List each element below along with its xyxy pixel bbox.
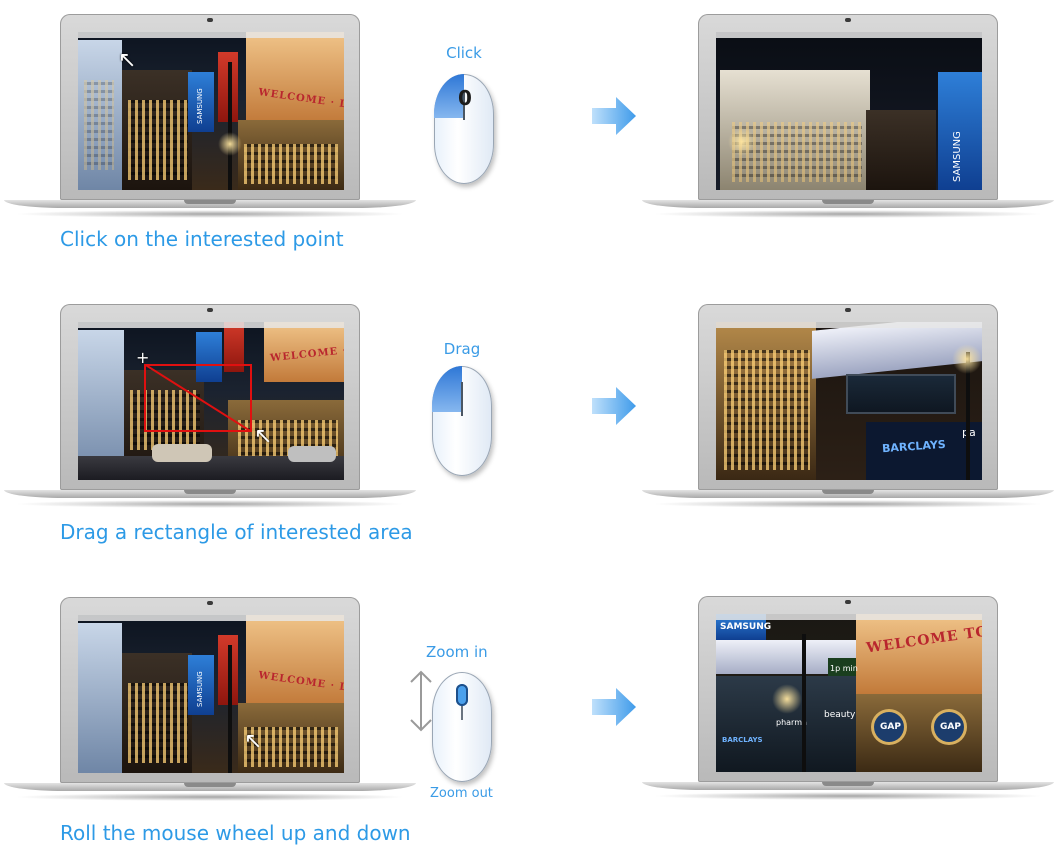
laptop-after: BARCLAYS pa xyxy=(642,304,1054,510)
laptop-before: SAMSUNG WELCOME · LO ↖ xyxy=(4,597,416,803)
right-arrow-icon xyxy=(592,688,636,726)
gap-store-sign xyxy=(934,712,964,742)
car xyxy=(152,444,212,462)
laptop-after: SAMSUNG WELCOME TO 1p min beauty pharma … xyxy=(642,596,1054,802)
welcome-billboard xyxy=(246,32,344,122)
mouse-icon: 0 xyxy=(434,74,494,184)
mouse-label-click: Click xyxy=(446,44,482,62)
laptop-screen-zoomed: SAMSUNG xyxy=(716,32,982,190)
mouse-label-drag: Drag xyxy=(443,340,481,358)
crosshair-icon: + xyxy=(136,348,150,367)
left-button xyxy=(434,74,464,118)
mouse-label-zoom-out: Zoom out xyxy=(430,786,493,801)
samsung-sign: SAMSUNG xyxy=(720,622,772,632)
car xyxy=(288,446,336,462)
selection-rectangle[interactable] xyxy=(144,364,252,432)
vertical-double-arrow-icon xyxy=(410,670,432,732)
barclays-sign-panel xyxy=(866,422,982,480)
mouse-icon xyxy=(432,672,492,782)
night-city-scene: SAMSUNG WELCOME · LO ↖ xyxy=(78,32,344,190)
selection-diagonal xyxy=(144,364,252,432)
cursor-arrow-icon: ↖ xyxy=(244,729,263,754)
right-arrow-icon xyxy=(592,97,636,135)
mouse-icon xyxy=(432,366,492,476)
cursor-arrow-icon: ↖ xyxy=(254,424,273,449)
scroll-wheel[interactable] xyxy=(456,684,468,706)
welcome-billboard xyxy=(264,322,344,382)
menubar xyxy=(78,32,344,38)
right-arrow-icon xyxy=(592,387,636,425)
caption-drag: Drag a rectangle of interested area xyxy=(60,520,413,544)
wheel-digit: 0 xyxy=(458,86,472,110)
left-button xyxy=(432,366,462,412)
samsung-billboard xyxy=(188,72,214,132)
samsung-billboard xyxy=(938,72,982,190)
onep-sign: 1p min xyxy=(830,664,858,673)
laptop-lid: SAMSUNG xyxy=(698,14,998,200)
caption-zoom: Roll the mouse wheel up and down xyxy=(60,821,411,845)
samsung-label: SAMSUNG xyxy=(196,88,204,124)
barclays-sign: BARCLAYS xyxy=(722,736,763,744)
pharma-sign: pharma xyxy=(776,718,807,727)
laptop-before: SAMSUNG WELCOME · LO ↖ xyxy=(4,14,416,220)
camera xyxy=(207,18,213,22)
laptop-base xyxy=(4,200,416,208)
laptop-screen[interactable]: WELCOME · LO + ↖ xyxy=(78,322,344,480)
street-lamp xyxy=(228,62,232,190)
laptop-screen-zoomed: SAMSUNG WELCOME TO 1p min beauty pharma … xyxy=(716,614,982,772)
laptop-lid: SAMSUNG WELCOME · LO ↖ xyxy=(60,14,360,200)
beauty-sign: beauty xyxy=(824,710,856,720)
laptop-after: SAMSUNG xyxy=(642,14,1054,220)
laptop-screen-zoomed: BARCLAYS pa xyxy=(716,322,982,480)
welcome-billboard xyxy=(856,614,982,694)
laptop-screen[interactable]: SAMSUNG WELCOME · LO ↖ xyxy=(78,32,344,190)
laptop-before: WELCOME · LO + ↖ xyxy=(4,304,416,510)
laptop-screen[interactable]: SAMSUNG WELCOME · LO ↖ xyxy=(78,615,344,773)
caption-click: Click on the interested point xyxy=(60,227,344,251)
white-building xyxy=(78,40,122,190)
cursor-arrow-icon: ↖ xyxy=(118,48,137,73)
mouse-label-zoom-in: Zoom in xyxy=(426,643,488,661)
gap-store-sign xyxy=(874,712,904,742)
